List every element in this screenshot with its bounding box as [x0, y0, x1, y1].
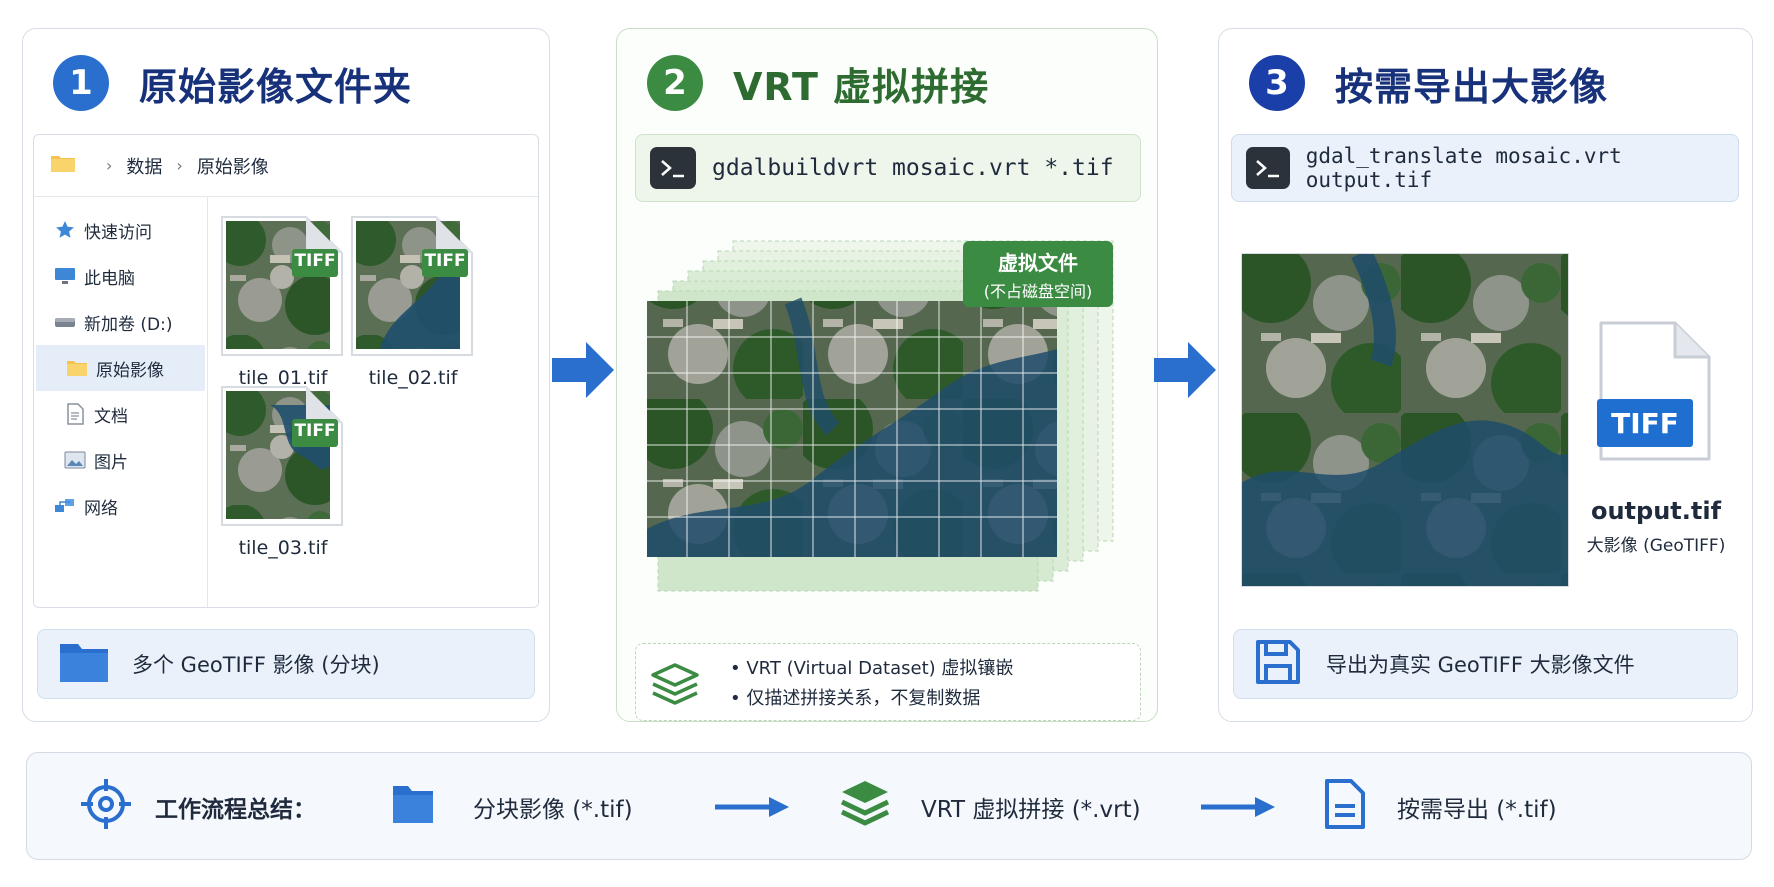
network-icon [52, 496, 78, 516]
summary-step-text: 按需导出 (*.tif) [1397, 797, 1557, 823]
step-title-1: 原始影像文件夹 [139, 64, 413, 109]
folder-icon [64, 359, 90, 377]
tiff-badge: TIFF [294, 251, 336, 271]
breadcrumb-item-raw[interactable]: 原始影像 [196, 156, 269, 178]
summary-label: 工作流程总结： [155, 797, 316, 823]
file-tile[interactable]: TIFF tile_01.tif [220, 215, 346, 389]
tiff-file-icon [1597, 321, 1711, 461]
explorer-sidebar: 快速访问 此电脑 新加卷 (D:) 原始影像 文档 图片 [34, 197, 208, 607]
sidebar-item-raw-images[interactable]: 原始影像 [36, 345, 205, 391]
arrow-right-icon [1154, 342, 1216, 398]
sidebar-label: 快速访问 [84, 222, 152, 243]
document-icon [62, 403, 88, 425]
summary-step-2: VRT 虚拟拼接 (*.vrt) [839, 753, 1141, 861]
panel3-footer: 导出为真实 GeoTIFF 大影像文件 [1233, 629, 1738, 699]
tiff-badge: TIFF [294, 421, 336, 441]
folder-icon [50, 153, 76, 178]
image-icon [62, 451, 88, 469]
step-number-2: 2 [647, 55, 703, 111]
workflow-summary: 工作流程总结： 分块影像 (*.tif) VRT 虚拟拼接 (*.vrt) 按需… [26, 752, 1752, 860]
breadcrumb: › 数据 › 原始影像 [34, 135, 538, 197]
chevron-right-icon: › [176, 156, 183, 175]
tiff-badge: TIFF [1611, 407, 1679, 440]
sidebar-item-this-pc[interactable]: 此电脑 [34, 253, 207, 299]
virtual-file-title: 虚拟文件 [998, 251, 1078, 275]
panel1-footer-text: 多个 GeoTIFF 影像 (分块) [132, 653, 380, 677]
panel-export: 3 按需导出大影像 gdal_translate mosaic.vrt outp… [1218, 28, 1753, 722]
step-number-1: 1 [53, 55, 109, 111]
panel3-footer-text: 导出为真实 GeoTIFF 大影像文件 [1326, 653, 1635, 677]
star-icon [52, 220, 78, 240]
layers-icon [650, 662, 700, 712]
sidebar-item-pictures[interactable]: 图片 [34, 437, 207, 483]
arrow-right-icon [715, 797, 789, 817]
save-icon [1254, 638, 1302, 691]
output-file-desc: 大影像 (GeoTIFF) [1586, 536, 1726, 556]
terminal-icon [1246, 147, 1290, 189]
command-box-translate[interactable]: gdal_translate mosaic.vrt output.tif [1231, 134, 1739, 202]
panel1-footer: 多个 GeoTIFF 影像 (分块) [37, 629, 535, 699]
step-header-2: 2 VRT 虚拟拼接 [647, 55, 989, 111]
folder-icon [58, 640, 110, 689]
breadcrumb-item-data[interactable]: 数据 [126, 156, 163, 178]
arrow-right-icon [1201, 797, 1275, 817]
sidebar-label: 新加卷 (D:) [84, 314, 173, 335]
bullet-text: VRT (Virtual Dataset) 虚拟镶嵌 [746, 658, 1014, 679]
sidebar-label: 原始影像 [96, 360, 164, 381]
file-tile[interactable]: TIFF tile_02.tif [350, 215, 476, 389]
panel-raw-images: 1 原始影像文件夹 › 数据 › 原始影像 快速访问 此电脑 新加 [22, 28, 550, 722]
step-header-3: 3 按需导出大影像 [1249, 55, 1608, 111]
step-header-1: 1 原始影像文件夹 [53, 55, 412, 111]
sidebar-label: 图片 [94, 452, 128, 473]
virtual-file-sub: (不占磁盘空间) [983, 282, 1093, 301]
sidebar-item-drive-d[interactable]: 新加卷 (D:) [34, 299, 207, 345]
file-tile[interactable]: TIFF tile_03.tif [220, 385, 346, 559]
bullet-item: • 仅描述拼接关系，不复制数据 [730, 688, 981, 709]
tiff-file-icon [351, 216, 473, 356]
tiff-badge: TIFF [424, 251, 466, 271]
virtual-file-badge: 虚拟文件 (不占磁盘空间) [963, 241, 1113, 307]
summary-step-1: 分块影像 (*.tif) [391, 753, 633, 861]
vrt-info-box: • VRT (Virtual Dataset) 虚拟镶嵌 • 仅描述拼接关系，不… [635, 643, 1141, 721]
monitor-icon [52, 266, 78, 286]
sidebar-item-network[interactable]: 网络 [34, 483, 207, 529]
sidebar-item-documents[interactable]: 文档 [34, 391, 207, 437]
document-icon [1323, 778, 1367, 836]
arrow-right-icon [552, 342, 614, 398]
target-icon [79, 777, 133, 837]
tiff-file-icon [221, 216, 343, 356]
tile-name: tile_02.tif [368, 367, 458, 389]
summary-step-text: VRT 虚拟拼接 (*.vrt) [921, 797, 1141, 823]
step-number-3: 3 [1249, 55, 1305, 111]
sidebar-item-quick-access[interactable]: 快速访问 [34, 207, 207, 253]
drive-icon [52, 315, 78, 329]
layers-icon [839, 778, 891, 836]
step-title-2: VRT 虚拟拼接 [733, 64, 990, 109]
folder-icon [391, 782, 435, 832]
command-text: gdal_translate mosaic.vrt output.tif [1305, 144, 1622, 192]
bullet-text: 仅描述拼接关系，不复制数据 [746, 688, 981, 709]
file-explorer: › 数据 › 原始影像 快速访问 此电脑 新加卷 (D:) 原始影像 [33, 134, 539, 608]
tile-name: tile_01.tif [238, 367, 328, 389]
command-text: gdalbuildvrt mosaic.vrt *.tif [712, 155, 1114, 181]
output-file-name: output.tif [1590, 497, 1722, 525]
summary-title: 工作流程总结： [79, 753, 316, 861]
chevron-right-icon: › [106, 156, 113, 175]
summary-step-text: 分块影像 (*.tif) [473, 797, 633, 823]
sidebar-label: 网络 [84, 498, 118, 519]
command-box-vrt[interactable]: gdalbuildvrt mosaic.vrt *.tif [635, 134, 1141, 202]
sidebar-label: 此电脑 [84, 268, 135, 289]
output-image-preview [1241, 253, 1569, 587]
tile-name: tile_03.tif [238, 537, 328, 559]
tiff-file-icon [221, 386, 343, 526]
terminal-icon [650, 147, 696, 189]
step-title-3: 按需导出大影像 [1335, 64, 1609, 109]
sidebar-label: 文档 [94, 406, 128, 427]
bullet-item: • VRT (Virtual Dataset) 虚拟镶嵌 [730, 658, 1014, 679]
panel-vrt-mosaic: 2 VRT 虚拟拼接 gdalbuildvrt mosaic.vrt *.tif [616, 28, 1158, 722]
summary-step-3: 按需导出 (*.tif) [1323, 753, 1557, 861]
